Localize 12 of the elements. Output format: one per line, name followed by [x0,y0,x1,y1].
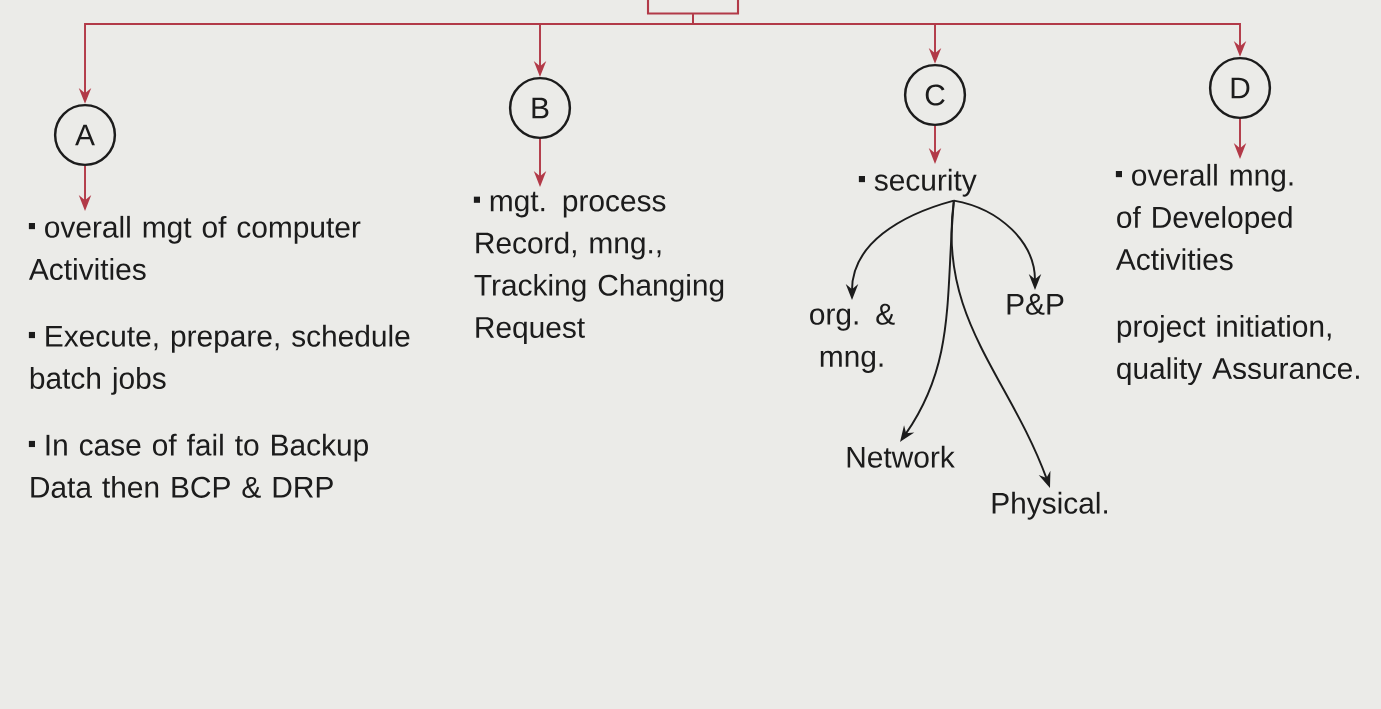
note-text: P&P [1007,293,1064,315]
note-text: Network [847,445,955,468]
box-shape [646,0,740,15]
note-text: project initiation, quality Assurance. [1117,315,1359,385]
note-text: overall mgt of computer Activities [28,215,361,280]
note-text: security [858,168,977,197]
note-text: Physical. [992,491,1107,520]
note-text: In case of fail to Backup Data then BCP & DRP [28,433,368,498]
note-text: Execute, prepare, schedule batch jobs [28,324,410,395]
note-text: mgt. process Record, mng., Tracking Changing Request [473,191,724,344]
note-text: overall mng. of Developed Activities [1115,163,1293,271]
note-text: org. & mng. [810,303,895,373]
